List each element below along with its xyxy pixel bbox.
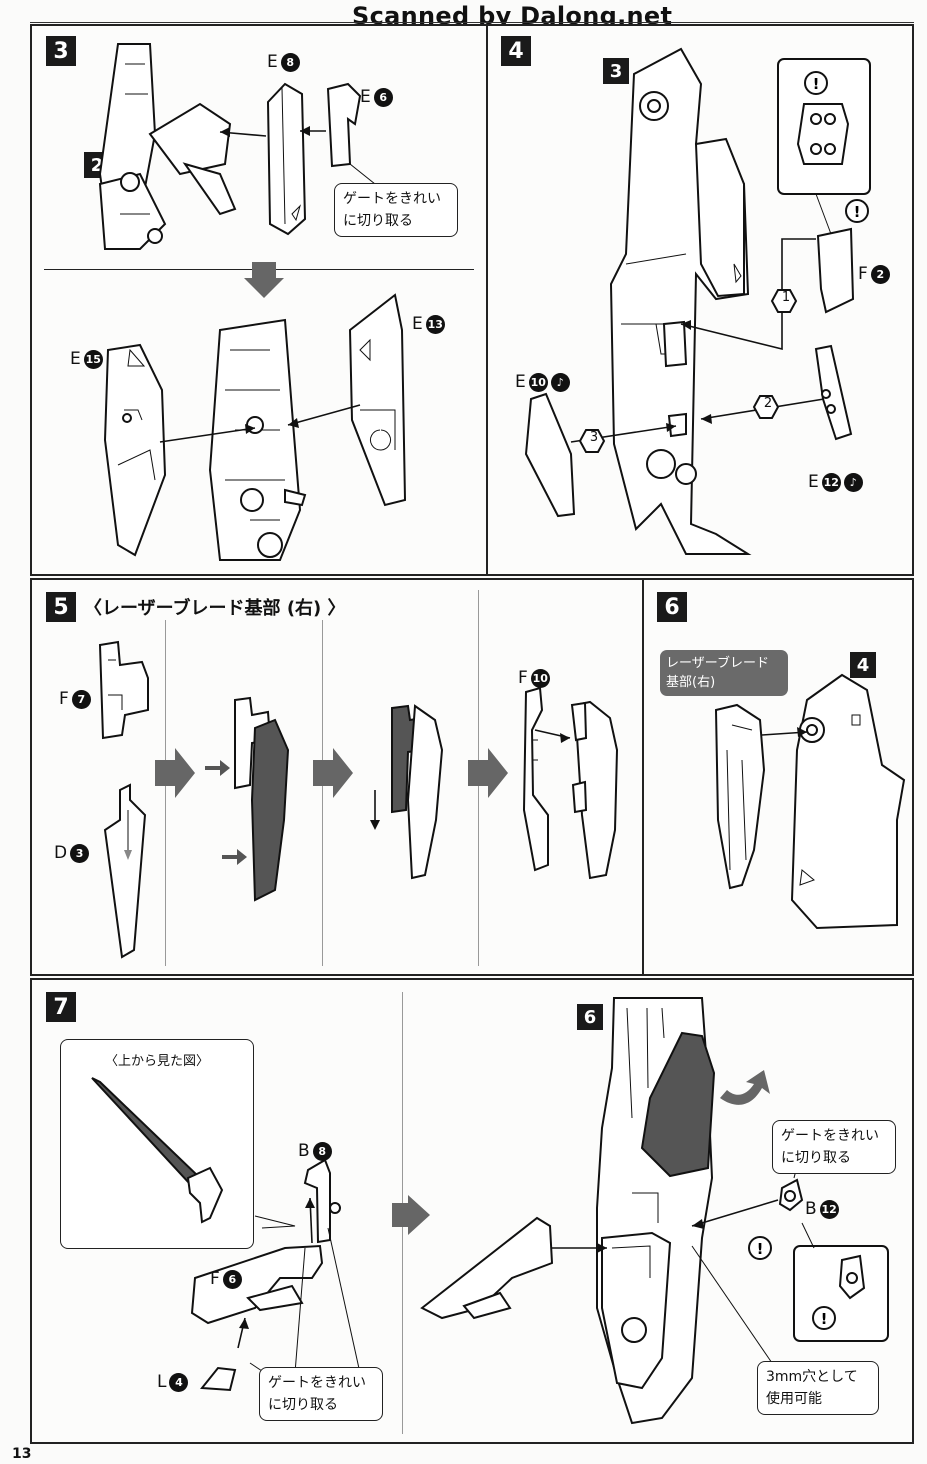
step-7-gate-note-left-line1: ゲートをきれい bbox=[268, 1375, 366, 1391]
label-b12: B 12 bbox=[805, 1199, 839, 1219]
svg-text:!: ! bbox=[813, 75, 820, 93]
label-e13-number: 13 bbox=[425, 314, 445, 334]
label-e6-number: 6 bbox=[373, 87, 393, 107]
label-e12: E 12 ♪ bbox=[808, 472, 863, 492]
cement-icon: ♪ bbox=[843, 472, 863, 492]
label-e15-number: 15 bbox=[83, 349, 103, 369]
step-7-left-illustration bbox=[91, 1077, 361, 1392]
order-badge-1: 1 bbox=[781, 290, 791, 305]
label-e10: E 10 ♪ bbox=[515, 372, 570, 392]
label-f6-letter: F bbox=[210, 1269, 220, 1289]
label-e12-number: 12 bbox=[821, 472, 841, 492]
label-b8: B 8 bbox=[298, 1141, 332, 1161]
label-b8-number: 8 bbox=[312, 1141, 332, 1161]
label-e6-letter: E bbox=[360, 87, 371, 107]
label-d3: D 3 bbox=[54, 843, 90, 863]
step-6-illustration bbox=[714, 673, 906, 930]
label-f7: F 7 bbox=[59, 689, 91, 709]
svg-text:!: ! bbox=[821, 1310, 828, 1328]
step-7-gate-note-right-line2: に切り取る bbox=[781, 1150, 851, 1166]
label-l4-letter: L bbox=[157, 1372, 167, 1392]
step-7-gate-note-right-line1: ゲートをきれい bbox=[781, 1128, 879, 1144]
label-f10: F 10 bbox=[518, 668, 550, 688]
step-6-badge-line1: レーザーブレード bbox=[666, 656, 769, 671]
label-e13-letter: E bbox=[412, 314, 423, 334]
label-l4-number: 4 bbox=[169, 1372, 189, 1392]
label-e12-letter: E bbox=[808, 472, 819, 492]
step-4-number: 4 bbox=[501, 36, 531, 66]
label-b12-letter: B bbox=[805, 1199, 817, 1219]
step-7-number: 7 bbox=[46, 992, 76, 1022]
label-e6: E 6 bbox=[360, 87, 393, 107]
label-f10-letter: F bbox=[518, 668, 528, 688]
label-f2: F 2 bbox=[858, 264, 890, 284]
label-e8-number: 8 bbox=[280, 52, 300, 72]
label-f7-letter: F bbox=[59, 689, 69, 709]
step-7-gate-note-right: ゲートをきれい に切り取る bbox=[772, 1120, 896, 1174]
step-3-gate-note-line2: に切り取る bbox=[343, 213, 413, 229]
label-d3-letter: D bbox=[54, 843, 68, 863]
cement-icon: ♪ bbox=[550, 372, 570, 392]
step-6-sub-number: 4 bbox=[850, 652, 876, 678]
step-7-hole-note-line2: 使用可能 bbox=[766, 1391, 822, 1407]
step-7-hole-note: 3mm穴として 使用可能 bbox=[757, 1361, 879, 1415]
page-number: 13 bbox=[12, 1446, 32, 1462]
label-e13: E 13 bbox=[412, 314, 445, 334]
step-6-badge-line2: 基部(右) bbox=[666, 675, 716, 690]
step-7-gate-note-left: ゲートをきれい に切り取る bbox=[259, 1367, 383, 1421]
step-5-divider-2 bbox=[322, 620, 323, 966]
step-5-title: 〈レーザーブレード基部 (右) 〉 bbox=[84, 598, 346, 619]
step-6-badge: レーザーブレード 基部(右) bbox=[660, 650, 788, 696]
step-5-illustration bbox=[98, 640, 619, 959]
label-d3-number: 3 bbox=[70, 843, 90, 863]
label-e8: E 8 bbox=[267, 52, 300, 72]
step-7-hole-note-line1: 3mm穴として bbox=[766, 1369, 858, 1385]
step-3-gate-note-line1: ゲートをきれい bbox=[343, 191, 441, 207]
step-7-sub-number: 6 bbox=[577, 1004, 603, 1030]
step-5-divider-1 bbox=[165, 620, 166, 966]
header-rule bbox=[30, 22, 914, 23]
label-e10-number: 10 bbox=[528, 372, 548, 392]
label-f2-letter: F bbox=[858, 264, 868, 284]
label-e15: E 15 bbox=[70, 349, 103, 369]
step-3-gate-note: ゲートをきれい に切り取る bbox=[334, 183, 458, 237]
step-3-upper-illustration bbox=[98, 43, 376, 250]
step-6-number: 6 bbox=[657, 592, 687, 622]
step-4-illustration: ! ! bbox=[524, 47, 871, 555]
arrow-right-icon bbox=[392, 1195, 430, 1235]
step-7-right-illustration: ! ! bbox=[420, 997, 889, 1425]
label-e8-letter: E bbox=[267, 52, 278, 72]
top-view-inset-title: 〈上から見た図〉 bbox=[104, 1054, 209, 1069]
label-e15-letter: E bbox=[70, 349, 81, 369]
step-4-sub-number: 3 bbox=[603, 58, 629, 84]
label-f6: F 6 bbox=[210, 1269, 242, 1289]
label-f2-number: 2 bbox=[870, 264, 890, 284]
label-f6-number: 6 bbox=[222, 1269, 242, 1289]
step-3-lower-illustration bbox=[103, 293, 407, 561]
label-f7-number: 7 bbox=[71, 689, 91, 709]
label-f10-number: 10 bbox=[530, 668, 550, 688]
step-5-number: 5 bbox=[46, 592, 76, 622]
arrow-down-icon bbox=[244, 262, 284, 298]
svg-text:!: ! bbox=[757, 1240, 764, 1258]
order-badge-3: 3 bbox=[589, 430, 599, 445]
label-b12-number: 12 bbox=[819, 1199, 839, 1219]
order-badge-2: 2 bbox=[763, 396, 773, 411]
svg-text:!: ! bbox=[854, 203, 861, 221]
label-b8-letter: B bbox=[298, 1141, 310, 1161]
label-l4: L 4 bbox=[157, 1372, 189, 1392]
label-e10-letter: E bbox=[515, 372, 526, 392]
step-3-number: 3 bbox=[46, 36, 76, 66]
step-7-gate-note-left-line2: に切り取る bbox=[268, 1397, 338, 1413]
